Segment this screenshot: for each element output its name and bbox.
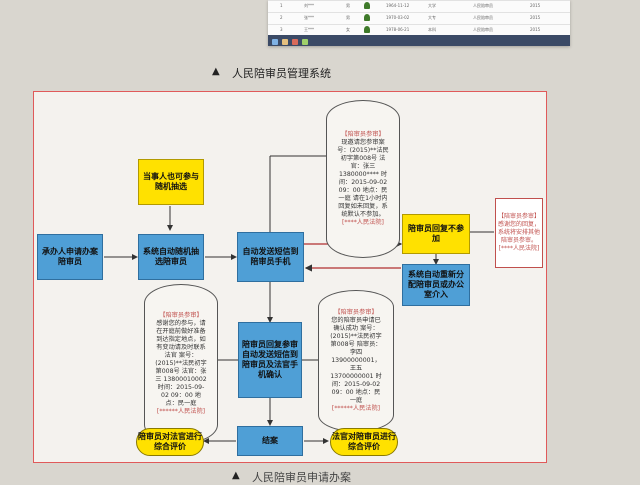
sms-confirm-judge-oval: 【陪审员参审】 您的陪审员申请已确认成功 案号：(2015)**法民初字第008… (318, 290, 394, 432)
note-tag: 【陪审员参审】 (498, 213, 541, 220)
sms-invite-tag: 【陪审员参审】 (341, 131, 385, 138)
table-row: 3 王*** 女 1978-06-21 本科 人民陪审员 2015 (268, 24, 570, 35)
reply-absent-box: 陪审员回复不参加 (402, 214, 470, 254)
reassign-box: 系统自动重新分配陪审员或办公室介入 (402, 264, 470, 306)
decline-reply-note: 【陪审员参审】 感谢您的回复，系统将安排其他陪审员参审。 [****人民法院] (495, 198, 543, 268)
sms-judge-tag: 【陪审员参审】 (334, 309, 378, 316)
sms-judge-body: 您的陪审员申请已确认成功 案号：(2015)**法民初字第008号 陪审员：李四… (330, 317, 382, 404)
sms-judge-sign: [******人民法院] (331, 405, 381, 412)
browser-icon (292, 39, 298, 45)
sms-confirm-juror-oval: 【陪审员参审】 感谢您的参与，请在开庭前做好准备到达指定地点，如有变动请及时联系… (144, 284, 218, 444)
party-random-box: 当事人也可参与随机抽选 (138, 159, 204, 205)
sms-juror-tag: 【陪审员参审】 (159, 312, 203, 319)
avatar (364, 2, 370, 9)
judge-apply-box: 承办人申请办案陪审员 (37, 234, 103, 280)
app-icon (302, 39, 308, 45)
sms-juror-body: 感谢您的参与，请在开庭前做好准备到达指定地点，如有变动请及时联系法官 案号：(2… (155, 320, 207, 407)
sms-invite-sign: [****人民法院] (342, 219, 384, 226)
avatar (364, 26, 370, 33)
system-screenshot: 1 刘*** 男 1964-11-12 大学 人民陪审员 2015 2 张***… (268, 0, 570, 46)
table-row: 2 张*** 男 1970-03-02 大专 人民陪审员 2015 (268, 12, 570, 23)
sms-invite-body: 现邀请您参审案号：(2015)**法民初字第008号 法官：张三 1380000… (337, 139, 389, 218)
caption-marker-bottom: ▲ (232, 470, 240, 481)
sms-juror-sign: [******人民法院] (156, 408, 206, 415)
start-icon (272, 39, 278, 45)
juror-evaluates-judge: 陪审员对法官进行综合评价 (136, 428, 204, 456)
note-sign: [****人民法院] (498, 245, 540, 252)
caption-marker: ▲ (212, 66, 220, 77)
judge-evaluates-juror: 法官对陪审员进行综合评价 (330, 428, 398, 456)
system-select-box: 系统自动随机抽选陪审员 (138, 234, 204, 280)
note-body: 感谢您的回复，系统将安排其他陪审员参审。 (498, 221, 541, 244)
table-row: 1 刘*** 男 1964-11-12 大学 人民陪审员 2015 (268, 0, 570, 11)
avatar (364, 14, 370, 21)
folder-icon (282, 39, 288, 45)
close-case-box: 结案 (237, 426, 303, 456)
reply-attend-box: 陪审员回复参审自动发送短信到陪审员及法官手机确认 (238, 322, 302, 398)
caption-top: 人民陪审员管理系统 (232, 67, 331, 80)
sms-invite-oval: 【陪审员参审】 现邀请您参审案号：(2015)**法民初字第008号 法官：张三… (326, 100, 400, 258)
auto-sms-box: 自动发送短信到陪审员手机 (237, 232, 304, 282)
taskbar (268, 35, 570, 46)
